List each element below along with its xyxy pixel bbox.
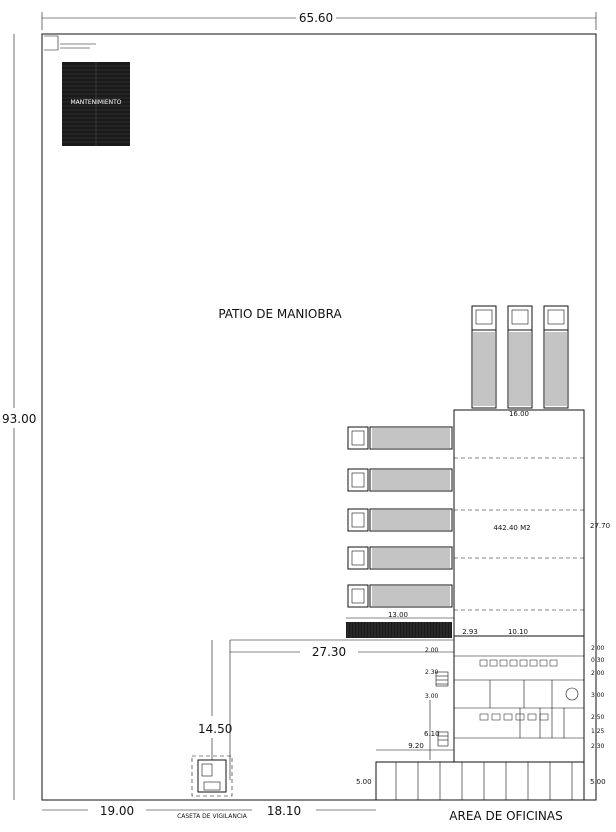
right-stack-dim-1: 2.00 (591, 645, 605, 652)
guard-house-label: CASETA DE VIGILANCIA (177, 813, 248, 820)
truck-left-1 (347, 426, 453, 450)
maintenance-block: MANTENIMIENTO (62, 62, 130, 146)
gate-dimensions: 27.30 14.50 (198, 639, 454, 780)
bottom-dimensions: 19.00 18.10 AREA DE OFICINAS (42, 804, 563, 823)
warehouse-area-label: 442.40 M2 (493, 524, 530, 532)
loading-width-label: 13.00 (388, 611, 408, 619)
right-stack-dim-2: 0.30 (591, 657, 605, 664)
truck-left-2 (347, 468, 453, 492)
office-a-label: 2.93 (462, 628, 478, 636)
right-stack-dim-7: 2.30 (591, 743, 605, 750)
right-stack-dim-3: 2.00 (591, 670, 605, 677)
warehouse: 16.00 442.40 M2 27.70 (453, 409, 610, 637)
maintenance-label: MANTENIMIENTO (70, 99, 121, 106)
left-stack-dim-1: 2.00 (425, 647, 439, 654)
truck-top-2 (507, 305, 533, 409)
right-stack-dim-5: 2.50 (591, 714, 605, 721)
left-dimension-stack: 2.00 2.30 3.00 (425, 647, 439, 700)
right-stack-dim-6: 1.25 (591, 728, 605, 735)
warehouse-top-label: 16.00 (509, 410, 529, 418)
parking-depth-right-label: 5.00 (590, 778, 606, 786)
legend-mark (44, 35, 96, 51)
parking-depth-label: 5.00 (356, 778, 372, 786)
office-stairs (435, 671, 449, 747)
bottom-mid-label: 18.10 (267, 804, 301, 818)
office-c-label: 9.20 (408, 742, 424, 750)
office-d-label: 6.10 (424, 730, 440, 738)
left-stack-dim-3: 3.00 (425, 693, 439, 700)
truck-left-4 (347, 546, 453, 570)
truck-left-3 (347, 508, 453, 532)
office-extra-dims: 9.20 6.10 (376, 700, 454, 760)
left-trucks (347, 426, 453, 608)
top-dimension: 65.60 (41, 11, 597, 30)
office-building: 2.93 10.10 (453, 628, 585, 763)
parking-strip: 5.00 5.00 (356, 761, 606, 801)
warehouse-side-label: 27.70 (590, 522, 610, 530)
guard-house: CASETA DE VIGILANCIA (177, 755, 248, 820)
office-b-label: 10.10 (508, 628, 528, 636)
bottom-left-label: 19.00 (100, 804, 134, 818)
truck-left-5 (347, 584, 453, 608)
right-stack-dim-4: 3.00 (591, 692, 605, 699)
gate-offset-label: 27.30 (312, 645, 346, 659)
office-area-label: AREA DE OFICINAS (449, 809, 562, 823)
left-stack-dim-2: 2.30 (425, 669, 439, 676)
right-dimension-stack: 2.00 0.30 2.00 3.00 2.50 1.25 2.30 (591, 636, 605, 760)
truck-top-3 (543, 305, 569, 409)
truck-top-1 (471, 305, 497, 409)
left-dimension: 93.00 (2, 34, 36, 800)
top-width-label: 65.60 (299, 11, 333, 25)
gate-height-label: 14.50 (198, 722, 232, 736)
left-height-label: 93.00 (2, 412, 36, 426)
yard-label: PATIO DE MANIOBRA (218, 307, 342, 321)
loading-dock: 13.00 (346, 611, 454, 638)
top-trucks (471, 305, 569, 409)
